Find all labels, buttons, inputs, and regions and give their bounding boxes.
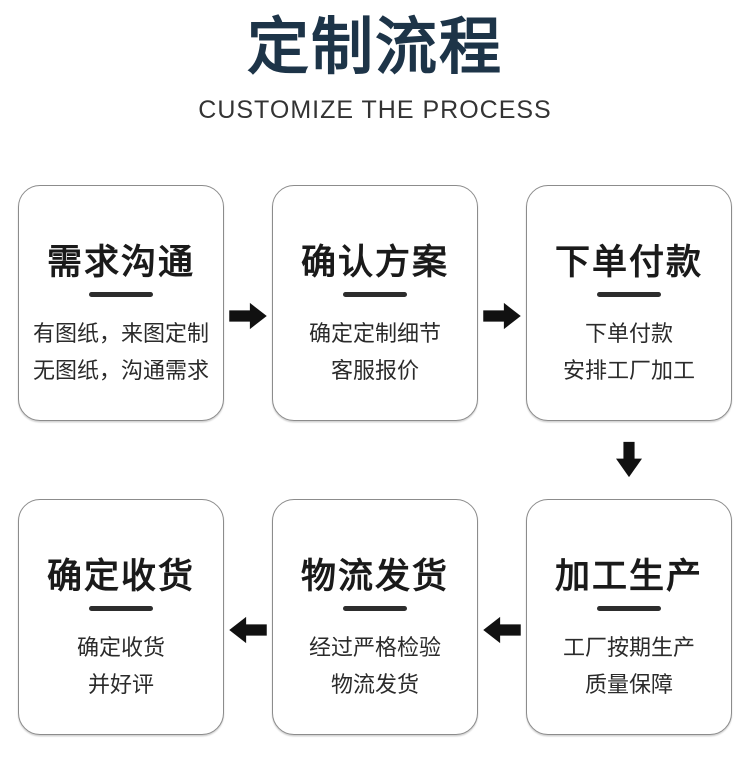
step-line: 确定收货 <box>76 635 165 661</box>
connector-cell <box>478 499 526 735</box>
step-box-production: 加工生产 工厂按期生产 质量保障 <box>526 499 732 736</box>
step-line: 下单付款 <box>584 321 673 347</box>
step-line: 工厂按期生产 <box>562 635 695 661</box>
flow-row-bottom: 确定收货 确定收货 并好评 物流发货 经过严格检验 物流发货 <box>0 499 750 736</box>
step-line: 安排工厂加工 <box>562 358 695 384</box>
page-subtitle: CUSTOMIZE THE PROCESS <box>198 96 552 125</box>
flow-row-gap <box>0 421 750 499</box>
arrow-left-icon <box>483 617 521 644</box>
step-box-order-payment: 下单付款 下单付款 安排工厂加工 <box>526 185 732 422</box>
step-box-confirm-plan: 确认方案 确定定制细节 客服报价 <box>272 185 478 422</box>
arrow-left-icon <box>229 617 267 644</box>
connector-cell <box>224 499 272 735</box>
step-line: 物流发货 <box>330 672 419 698</box>
step-title: 物流发货 <box>300 557 449 597</box>
step-title: 确定收货 <box>46 557 195 597</box>
arrow-right-icon <box>229 303 267 330</box>
step-divider <box>89 606 153 612</box>
page-title: 定制流程 <box>246 13 503 82</box>
step-box-requirements: 需求沟通 有图纸，来图定制 无图纸，沟通需求 <box>18 185 224 422</box>
step-title: 加工生产 <box>554 557 703 597</box>
step-line: 确定定制细节 <box>308 321 441 347</box>
step-line: 有图纸，来图定制 <box>32 321 209 347</box>
arrow-right-icon <box>483 303 521 330</box>
process-flow: 需求沟通 有图纸，来图定制 无图纸，沟通需求 确认方案 确定定制细节 客服报价 <box>0 185 750 736</box>
step-divider <box>597 606 661 612</box>
step-box-shipping: 物流发货 经过严格检验 物流发货 <box>272 499 478 736</box>
step-title: 确认方案 <box>300 243 449 283</box>
connector-cell <box>224 185 272 421</box>
step-title: 需求沟通 <box>46 243 195 283</box>
step-line: 质量保障 <box>584 672 673 698</box>
step-line: 并好评 <box>87 672 154 698</box>
step-line: 无图纸，沟通需求 <box>32 358 209 384</box>
header: 定制流程 CUSTOMIZE THE PROCESS <box>0 0 750 125</box>
step-divider <box>343 606 407 612</box>
step-box-receipt: 确定收货 确定收货 并好评 <box>18 499 224 736</box>
arrow-down-icon <box>616 442 642 478</box>
connector-cell <box>478 185 526 421</box>
step-divider <box>343 292 407 298</box>
step-line: 经过严格检验 <box>308 635 441 661</box>
step-line: 客服报价 <box>330 358 419 384</box>
step-divider <box>597 292 661 298</box>
flow-row-top: 需求沟通 有图纸，来图定制 无图纸，沟通需求 确认方案 确定定制细节 客服报价 <box>0 185 750 422</box>
step-divider <box>89 292 153 298</box>
step-title: 下单付款 <box>554 243 703 283</box>
